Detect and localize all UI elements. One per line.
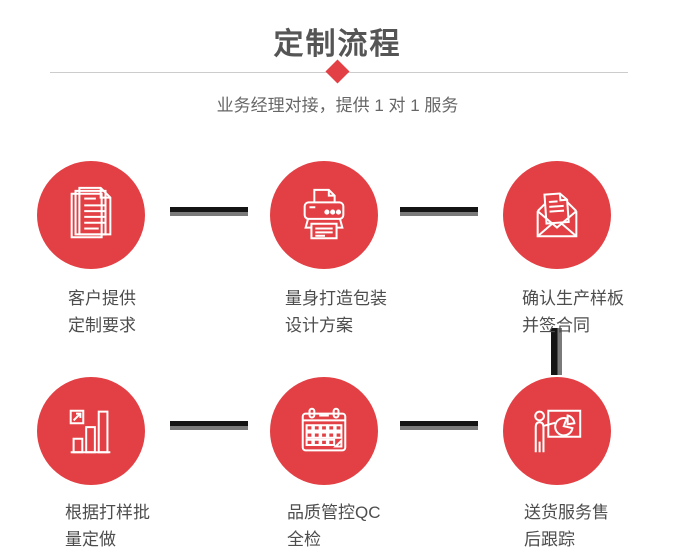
step-circle-quality-control — [270, 377, 378, 485]
step-label-quality-control: 品质管控QC 全检 — [287, 503, 381, 549]
step-label-delivery-tracking: 送货服务售 后跟踪 — [524, 503, 609, 549]
connector-step1-step2 — [170, 207, 248, 216]
calendar-icon — [295, 402, 353, 460]
step-label-sample-contract: 确认生产样板 并签合同 — [522, 289, 624, 335]
step-label-customer-requirements: 客户提供 定制要求 — [68, 289, 136, 335]
connector-step4-step5 — [170, 421, 248, 430]
step-circle-delivery-tracking — [503, 377, 611, 485]
connector-step3-step6 — [551, 328, 562, 375]
diamond-icon — [325, 59, 350, 84]
step-circle-customer-requirements — [37, 161, 145, 269]
connector-step2-step3 — [400, 207, 478, 216]
step-circle-batch-production — [37, 377, 145, 485]
documents-icon — [62, 186, 120, 244]
envelope-icon — [528, 186, 586, 244]
bar-chart-icon — [62, 402, 120, 460]
presentation-icon — [528, 402, 586, 460]
page-title: 定制流程 — [273, 28, 402, 61]
step-circle-sample-contract — [503, 161, 611, 269]
step-label-packaging-design: 量身打造包装 设计方案 — [285, 289, 387, 335]
connector-step5-step6 — [400, 421, 478, 430]
subtitle: 业务经理对接，提供 1 对 1 服务 — [216, 96, 459, 115]
step-circle-packaging-design — [270, 161, 378, 269]
printer-icon — [295, 186, 353, 244]
step-label-batch-production: 根据打样批 量定做 — [65, 503, 150, 549]
